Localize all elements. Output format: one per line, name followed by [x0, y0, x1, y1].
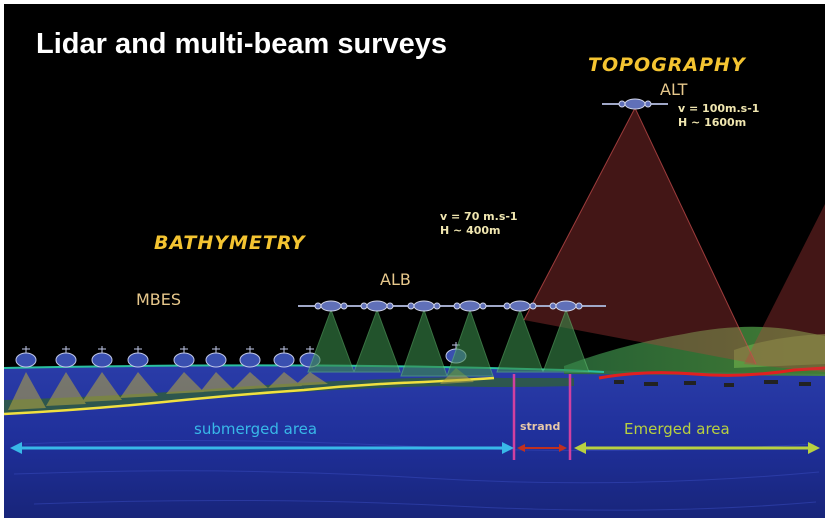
survey-boat-icon: [15, 342, 467, 368]
alb-beams: [307, 308, 590, 377]
diagram-title: Lidar and multi-beam surveys: [36, 28, 447, 60]
submerged-arrow: [10, 442, 514, 454]
alt-parameters: v = 100m.s-1 H ~ 1600m: [678, 102, 760, 129]
mbes-label: MBES: [136, 290, 182, 309]
aircraft-icon: [298, 300, 606, 312]
shoreline: [598, 366, 825, 380]
bathymetry-label: BATHYMETRY: [154, 232, 306, 254]
alt-beam: [524, 108, 756, 364]
water-area: [4, 365, 825, 518]
alt-beam-right: [744, 204, 825, 372]
alb-label: ALB: [380, 270, 411, 289]
strand-arrow: [517, 444, 567, 452]
shore-rocks: [614, 380, 811, 387]
alb-parameters: v = 70 m.s-1 H ~ 400m: [440, 210, 518, 237]
alt-label: ALT: [660, 80, 688, 99]
seafloor-line: [4, 376, 495, 416]
emerged-arrow: [574, 442, 820, 454]
alt-aircraft-icon: [602, 98, 668, 110]
strand-label: strand: [520, 420, 561, 433]
submerged-area-label: submerged area: [194, 420, 318, 438]
topography-label: TOPOGRAPHY: [588, 54, 746, 76]
emerged-area-label: Emerged area: [624, 420, 730, 438]
mbes-beams: [8, 368, 474, 410]
diagram-graphic: [4, 98, 825, 518]
survey-diagram: Lidar and multi-beam surveys TOPOGRAPHY …: [4, 4, 825, 518]
